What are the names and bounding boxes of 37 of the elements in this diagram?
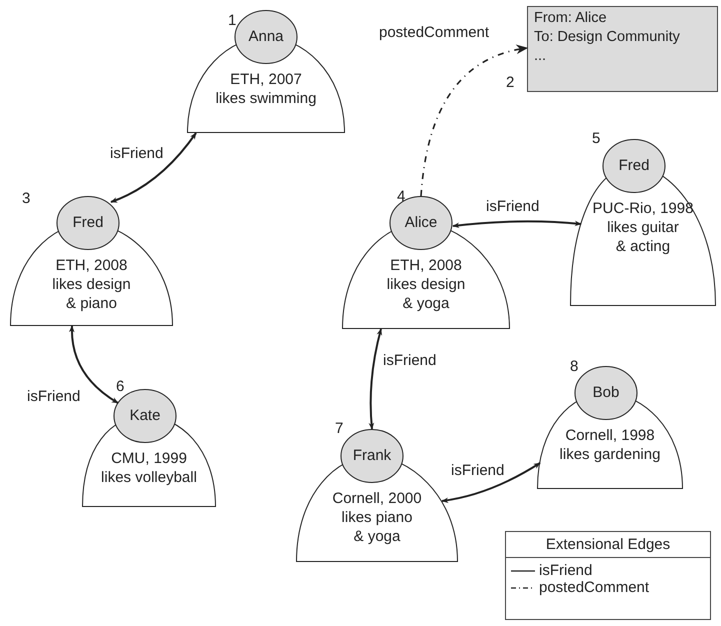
- person-details: ETH, 2008 likes design & yoga: [386, 256, 466, 313]
- comment-line: ...: [534, 47, 548, 66]
- person-name: Frank: [352, 446, 392, 466]
- node-number: 3: [22, 190, 30, 207]
- person-details: Cornell, 1998 likes gardening: [558, 426, 662, 464]
- node-number: 7: [335, 420, 344, 437]
- node-number: 4: [397, 188, 406, 205]
- node-number: 8: [570, 358, 578, 375]
- person-name: Anna: [247, 27, 285, 47]
- person-details: Cornell, 2000 likes piano & yoga: [331, 489, 423, 546]
- comment-box: [527, 6, 718, 92]
- edge-label: postedComment: [377, 24, 492, 41]
- double-headed-arrow: [69, 325, 119, 404]
- person-details: PUC-Rio, 1998 likes guitar & acting: [592, 199, 694, 256]
- legend-title: Extensional Edges: [506, 532, 710, 558]
- comment-line: From: Alice: [534, 9, 608, 28]
- legend-label: isFriend: [539, 562, 592, 579]
- legend-label: postedComment: [539, 579, 650, 596]
- node-number: 2: [506, 74, 514, 91]
- node-number: 1: [228, 12, 236, 29]
- double-headed-arrow: [110, 132, 197, 203]
- person-name: Fred: [618, 156, 650, 176]
- person-details: ETH, 2008 likes design & piano: [51, 256, 132, 313]
- person-details: ETH, 2007 likes swimming: [214, 70, 318, 108]
- person-details: CMU, 1999 likes volleyball: [100, 449, 198, 487]
- person-name: Alice: [404, 213, 438, 233]
- person-name: Kate: [128, 406, 162, 426]
- double-headed-arrow: [452, 220, 582, 228]
- double-headed-arrow: [368, 328, 382, 430]
- comment-line: To: Design Community: [534, 28, 681, 47]
- node-number: 6: [116, 378, 124, 395]
- person-name: Fred: [72, 213, 104, 233]
- person-node: [187, 10, 345, 133]
- node-number: 5: [592, 130, 600, 147]
- person-name: Bob: [592, 383, 620, 403]
- dashed-arrow: [420, 45, 528, 196]
- double-headed-arrow: [441, 462, 541, 503]
